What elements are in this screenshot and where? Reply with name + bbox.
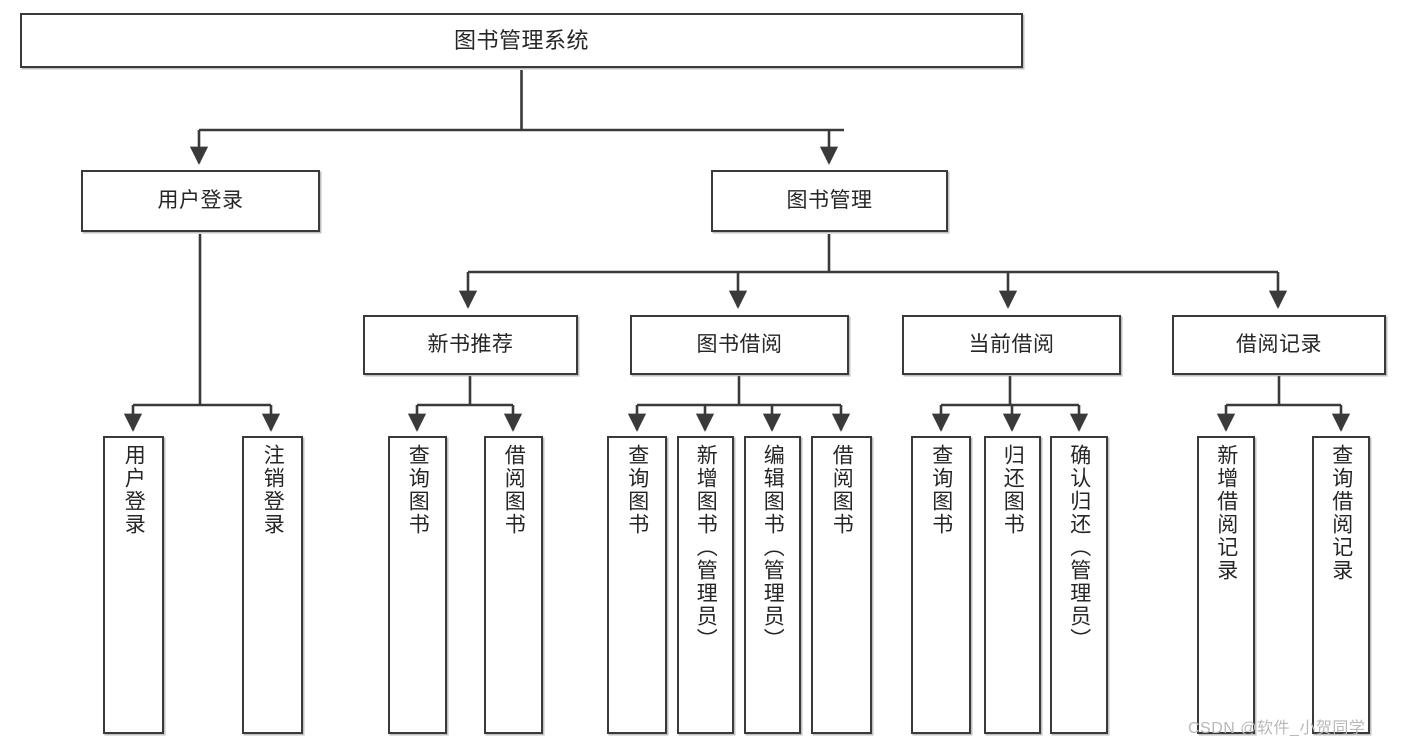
leaf-query-borrow-record[interactable]: 查询借阅记录 <box>1312 436 1370 734</box>
node-label: 当前借阅 <box>968 332 1055 356</box>
csdn-watermark: CSDN @软件_小贺同学 <box>1188 720 1366 737</box>
node-book-borrowing[interactable]: 图书借阅 <box>630 315 849 375</box>
leaf-add-borrow-record[interactable]: 新增借阅记录 <box>1197 436 1255 734</box>
node-label: 新增借阅记录 <box>1214 444 1238 582</box>
node-label: 查询图书 <box>929 444 953 536</box>
node-label: 查询图书 <box>406 444 430 536</box>
node-label: 确认归还（管理员） <box>1067 444 1091 651</box>
node-label: 借阅记录 <box>1236 332 1322 356</box>
leaf-query-books-recommend[interactable]: 查询图书 <box>388 436 447 734</box>
leaf-confirm-return-admin[interactable]: 确认归还（管理员） <box>1050 436 1108 734</box>
node-label: 用户登录 <box>157 188 244 212</box>
node-book-management[interactable]: 图书管理 <box>711 170 948 232</box>
node-label: 用户登录 <box>122 444 146 536</box>
node-label: 借阅图书 <box>830 444 854 536</box>
node-label: 查询图书 <box>625 444 649 536</box>
node-label: 图书管理系统 <box>453 27 589 53</box>
node-new-book-recommendation[interactable]: 新书推荐 <box>363 315 578 375</box>
leaf-add-book-admin[interactable]: 新增图书（管理员） <box>677 436 734 734</box>
leaf-borrow-books[interactable]: 借阅图书 <box>811 436 872 734</box>
node-label: 注销登录 <box>261 444 285 536</box>
node-user-login[interactable]: 用户登录 <box>81 170 320 232</box>
node-label: 归还图书 <box>1001 444 1025 536</box>
node-label: 借阅图书 <box>502 444 526 536</box>
leaf-edit-book-admin[interactable]: 编辑图书（管理员） <box>744 436 801 734</box>
node-label: 编辑图书（管理员） <box>761 444 785 651</box>
leaf-query-books-borrow[interactable]: 查询图书 <box>607 436 667 734</box>
leaf-query-books-current[interactable]: 查询图书 <box>911 436 971 734</box>
leaf-user-login[interactable]: 用户登录 <box>103 436 164 734</box>
leaf-borrow-books-recommend[interactable]: 借阅图书 <box>484 436 543 734</box>
node-label: 新增图书（管理员） <box>694 444 718 651</box>
leaf-return-books[interactable]: 归还图书 <box>984 436 1041 734</box>
node-label: 图书管理 <box>786 188 873 212</box>
node-label: 图书借阅 <box>696 332 783 356</box>
node-borrow-records[interactable]: 借阅记录 <box>1172 315 1386 375</box>
node-root-book-management-system[interactable]: 图书管理系统 <box>20 13 1023 68</box>
node-current-borrowing[interactable]: 当前借阅 <box>902 315 1121 375</box>
node-label: 新书推荐 <box>427 332 514 356</box>
node-label: 查询借阅记录 <box>1329 444 1353 582</box>
leaf-logout[interactable]: 注销登录 <box>242 436 303 734</box>
